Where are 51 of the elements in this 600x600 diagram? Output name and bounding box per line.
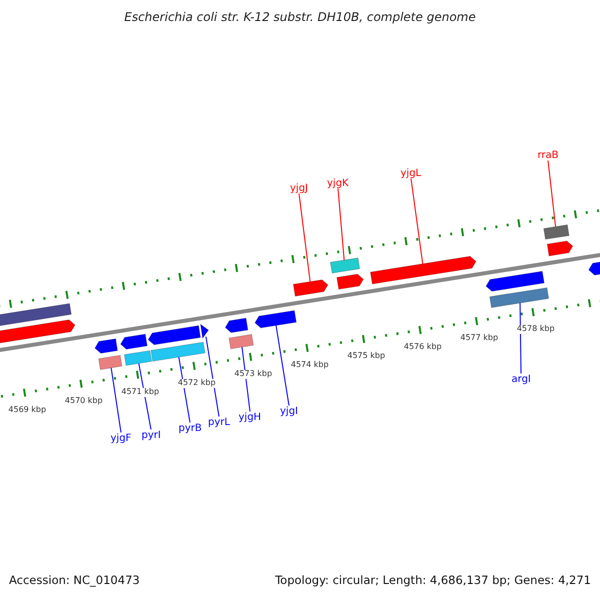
gene-label: pyrI	[142, 430, 161, 440]
gene-box	[489, 287, 550, 308]
gene-feature	[546, 240, 574, 256]
leader-line	[410, 178, 424, 264]
gene-feature	[120, 334, 148, 350]
gene-box	[0, 303, 72, 328]
gene-box	[124, 350, 152, 366]
leader-line	[138, 362, 152, 430]
gene-feature	[486, 270, 545, 292]
leader-line	[276, 325, 290, 406]
gene-label: yjgJ	[290, 182, 308, 194]
gene-label: yjgK	[327, 178, 349, 188]
gene-feature	[94, 338, 118, 354]
gene-feature	[336, 274, 364, 290]
leader-line	[178, 356, 190, 423]
gene-label: pyrL	[208, 416, 230, 428]
leader-line	[298, 193, 311, 282]
gene-feature	[254, 310, 297, 328]
tick-label: 4572 kbp	[178, 379, 216, 388]
gene-feature	[370, 256, 476, 284]
genome-summary-text: Topology: circular; Length: 4,686,137 bp; Genes: 4,271	[275, 574, 591, 587]
leader-line	[338, 188, 345, 261]
gene-label: yjgH	[238, 412, 262, 422]
gene-label: pyrB	[178, 422, 202, 434]
gene-label: argI	[512, 374, 531, 384]
gene-label: yjgI	[280, 406, 298, 416]
tick-label: 4569 kbp	[8, 406, 46, 415]
tick-label: 4575 kbp	[347, 352, 386, 362]
gene-box	[98, 354, 122, 370]
gene-label: yjgF	[110, 432, 132, 444]
leader-line	[242, 346, 250, 412]
gene-feature	[224, 318, 248, 333]
gene-label: rraB	[538, 150, 559, 160]
gene-box	[228, 334, 254, 350]
tick-label: 4571 kbp	[121, 388, 160, 397]
leader-line	[548, 160, 556, 228]
tick-label: 4570 kbp	[64, 397, 103, 406]
tick-label: 4574 kbp	[290, 361, 329, 370]
gene-label: yjgL	[400, 168, 422, 178]
title: Escherichia coli str. K-12 substr. DH10B, complete genome	[123, 11, 477, 24]
gene-box	[543, 224, 570, 240]
tick-label: 4573 kbp	[234, 370, 272, 379]
gene-feature	[0, 319, 76, 346]
leader-line	[520, 302, 522, 374]
tick-label: 4576 kbp	[404, 343, 442, 352]
leader-line	[205, 336, 220, 417]
tick-label: 4577 kbp	[460, 334, 498, 344]
accession-text: Accession: NC_010473	[9, 574, 140, 587]
tick-label: 4578 kbp	[516, 325, 555, 334]
gene-feature	[292, 279, 328, 297]
gene-box	[330, 258, 360, 274]
